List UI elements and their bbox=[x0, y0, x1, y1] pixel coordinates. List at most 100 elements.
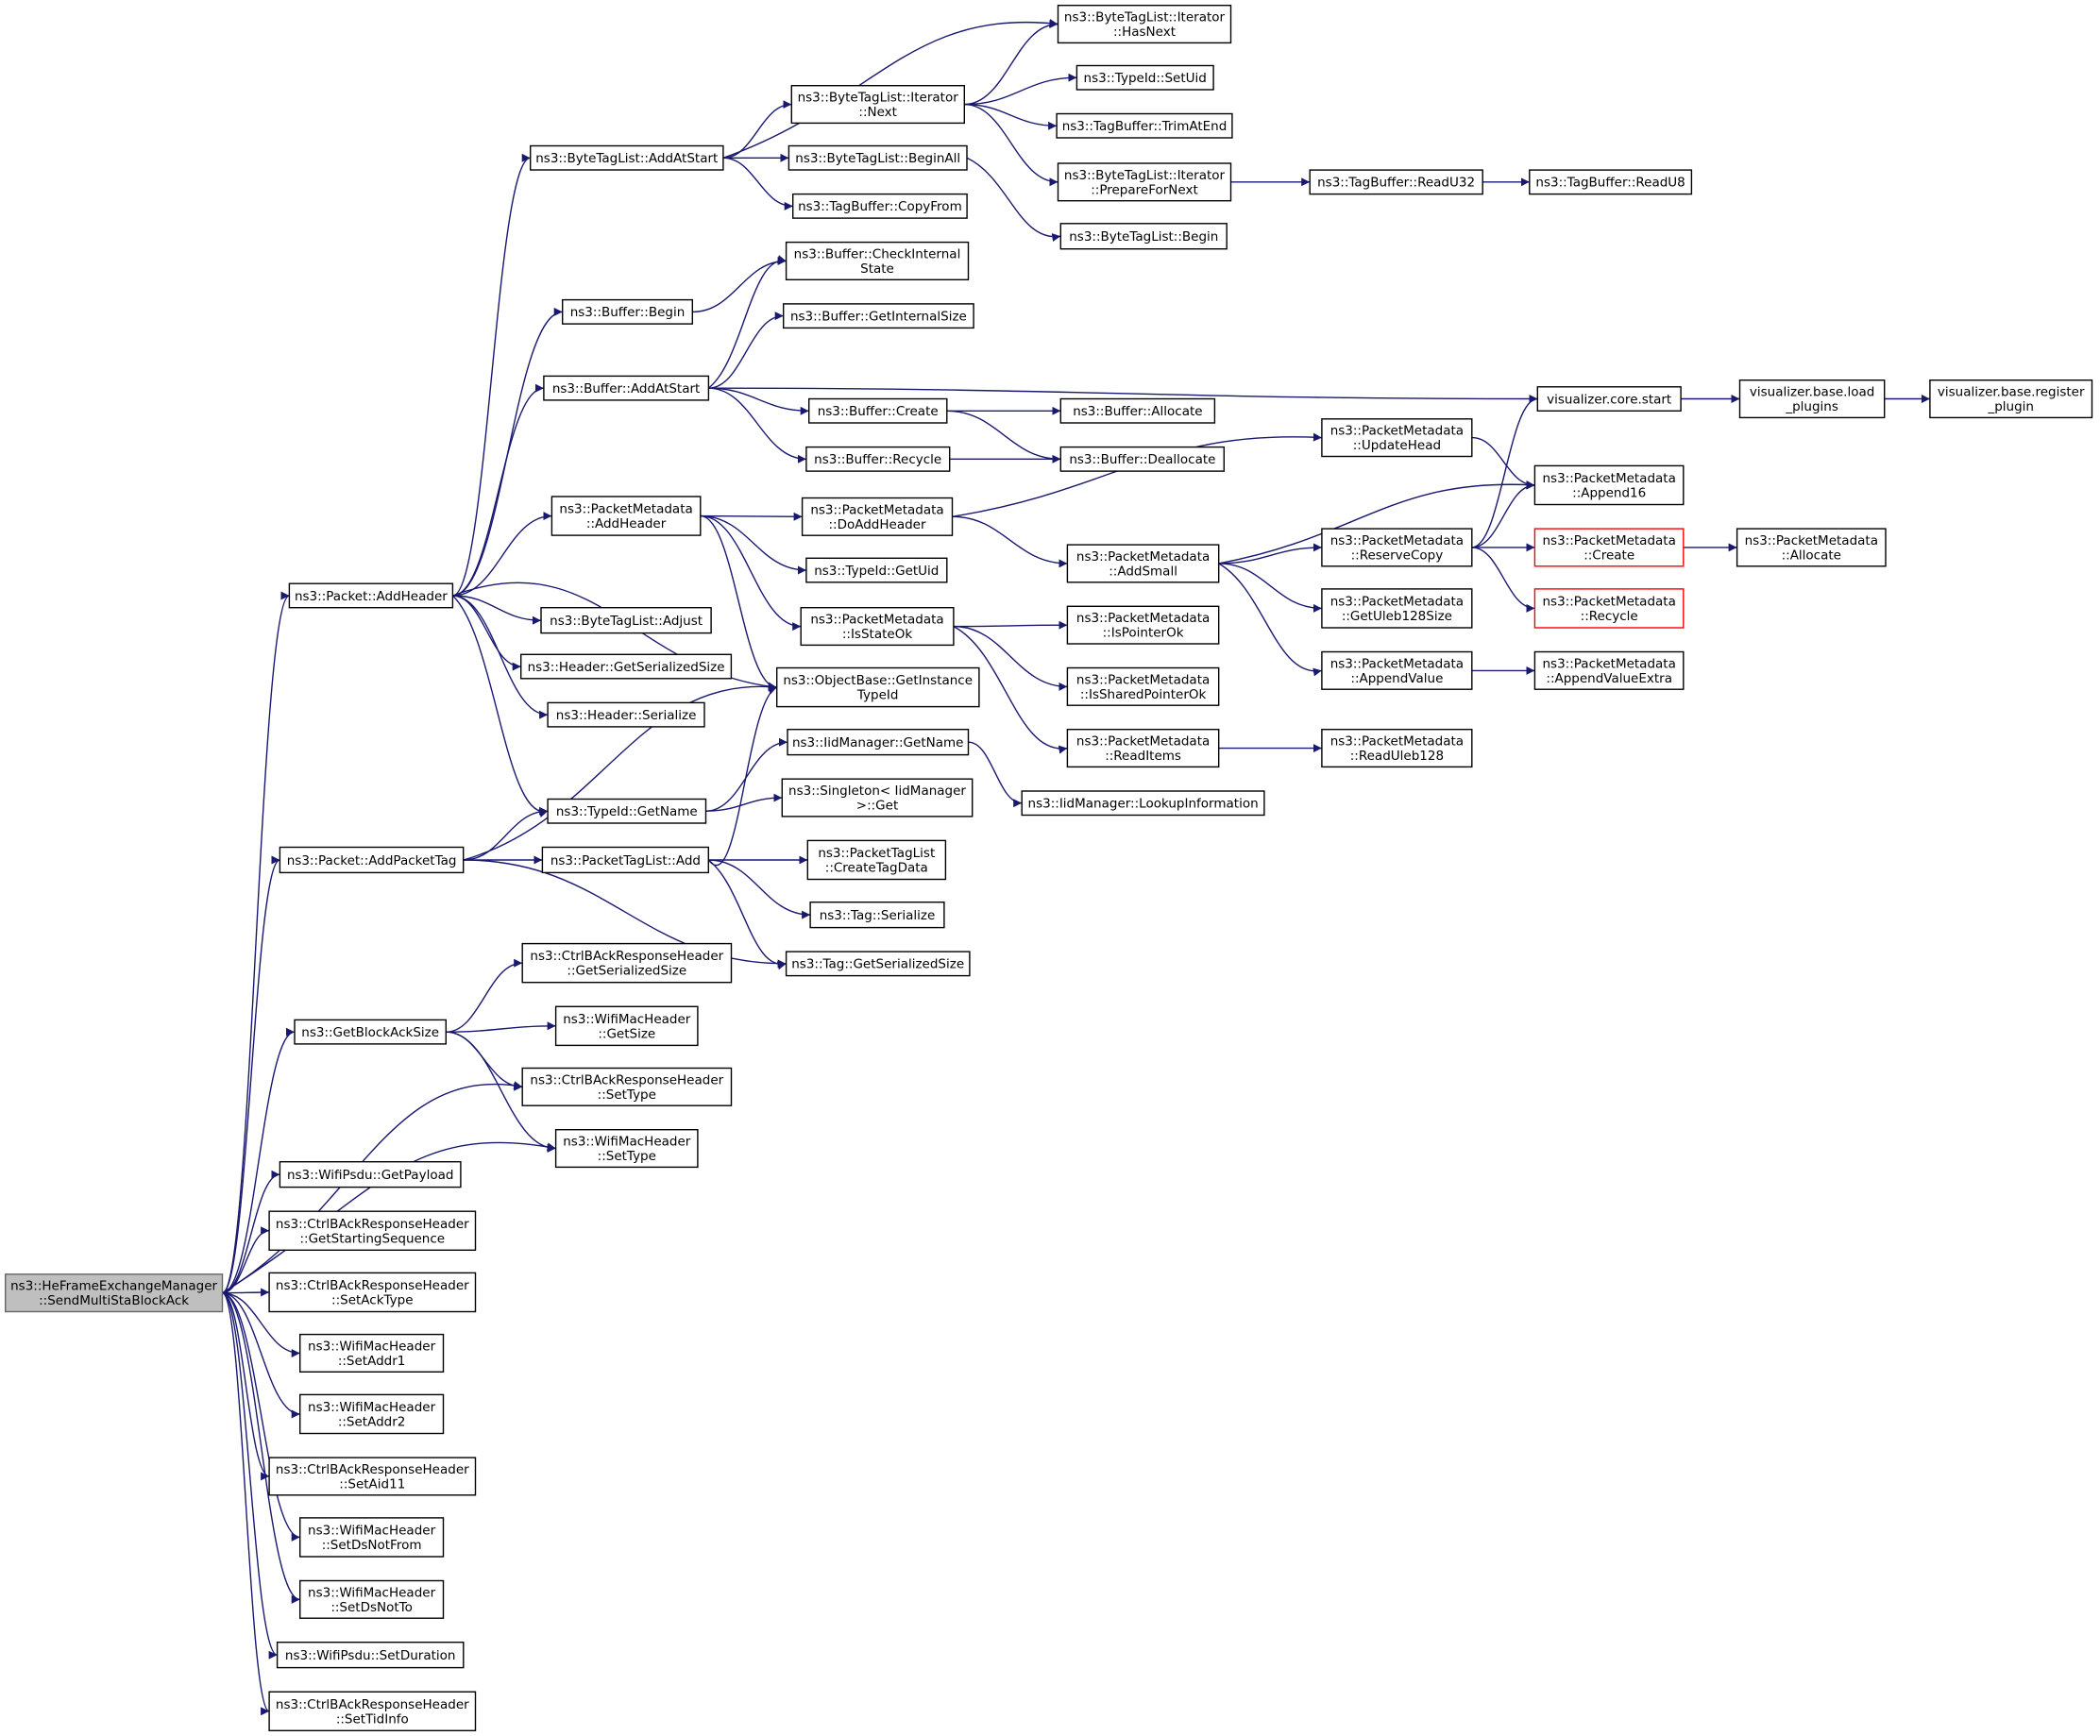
node-label: ::SendMultiStaBlockAck bbox=[39, 1293, 189, 1308]
node-pm-recycle[interactable]: ns3::PacketMetadata::Recycle bbox=[1533, 588, 1685, 629]
node-wmh-setaddr2[interactable]: ns3::WifiMacHeader::SetAddr2 bbox=[299, 1393, 445, 1435]
call-edges bbox=[221, 19, 1930, 1716]
node-box bbox=[785, 951, 971, 977]
node-tagbuf-trimatend[interactable]: ns3::TagBuffer::TrimAtEnd bbox=[1056, 112, 1233, 139]
call-edge bbox=[452, 383, 544, 597]
node-label: ns3::WifiMacHeader bbox=[563, 1135, 691, 1150]
node-cbarh-setacktype[interactable]: ns3::CtrlBAckResponseHeader::SetAckType bbox=[268, 1272, 477, 1313]
node-pm-isstateok[interactable]: ns3::PacketMetadata::IsStateOk bbox=[800, 607, 955, 647]
node-cbarh-setaid11[interactable]: ns3::CtrlBAckResponseHeader::SetAid11 bbox=[268, 1457, 477, 1496]
node-wmh-setdsnotfrom[interactable]: ns3::WifiMacHeader::SetDsNotFrom bbox=[299, 1517, 445, 1558]
node-wmh-setaddr1[interactable]: ns3::WifiMacHeader::SetAddr1 bbox=[299, 1333, 445, 1373]
node-box bbox=[800, 607, 955, 647]
node-btl-addatstart[interactable]: ns3::ByteTagList::AddAtStart bbox=[530, 144, 724, 171]
node-singleton-get[interactable]: ns3::Singleton< IidManager>::Get bbox=[781, 778, 974, 817]
node-iidmgr-lookup[interactable]: ns3::IidManager::LookupInformation bbox=[1021, 790, 1265, 817]
node-wmh-getsize[interactable]: ns3::WifiMacHeader::GetSize bbox=[554, 1005, 699, 1047]
node-tag-getsersize[interactable]: ns3::Tag::GetSerializedSize bbox=[785, 951, 971, 977]
node-tag-serialize[interactable]: ns3::Tag::Serialize bbox=[809, 902, 945, 929]
node-buf-deallocate[interactable]: ns3::Buffer::Deallocate bbox=[1059, 446, 1226, 472]
call-edge bbox=[968, 741, 1023, 808]
node-label: ns3::Buffer::Deallocate bbox=[1069, 452, 1215, 467]
node-wmh-setdsnotto[interactable]: ns3::WifiMacHeader::SetDsNotTo bbox=[299, 1579, 445, 1619]
node-pm-getuleb128size[interactable]: ns3::PacketMetadata::GetUleb128Size bbox=[1321, 588, 1473, 629]
node-buf-allocate[interactable]: ns3::Buffer::Allocate bbox=[1059, 397, 1216, 424]
node-tagbuf-readu32[interactable]: ns3::TagBuffer::ReadU32 bbox=[1309, 169, 1483, 195]
node-pkt-addpackettag[interactable]: ns3::Packet::AddPacketTag bbox=[279, 846, 465, 874]
node-label: ns3::CtrlBAckResponseHeader bbox=[276, 1278, 469, 1293]
call-edge bbox=[700, 514, 806, 575]
call-edge bbox=[451, 595, 549, 817]
node-pm-addheader[interactable]: ns3::PacketMetadata::AddHeader bbox=[550, 496, 702, 536]
node-btl-beginall[interactable]: ns3::ByteTagList::BeginAll bbox=[788, 144, 968, 171]
node-buf-create[interactable]: ns3::Buffer::Create bbox=[808, 397, 948, 424]
call-edge bbox=[1471, 547, 1535, 613]
node-pm-readuleb128[interactable]: ns3::PacketMetadata::ReadUleb128 bbox=[1321, 729, 1473, 768]
node-getblockacksize[interactable]: ns3::GetBlockAckSize bbox=[294, 1019, 448, 1045]
node-label: ns3::PacketMetadata bbox=[1076, 734, 1210, 750]
node-box bbox=[521, 1067, 733, 1106]
node-box bbox=[809, 902, 945, 929]
node-viz-load-plugins[interactable]: visualizer.base.load_plugins bbox=[1738, 379, 1886, 419]
node-btli-prepare[interactable]: ns3::ByteTagList::Iterator::PrepareForNe… bbox=[1057, 162, 1232, 202]
node-label: ::SetAid11 bbox=[339, 1477, 405, 1492]
node-label: ns3::TagBuffer::TrimAtEnd bbox=[1062, 119, 1228, 134]
node-viz-core-start[interactable]: visualizer.core.start bbox=[1536, 386, 1682, 412]
node-cbarh-settype[interactable]: ns3::CtrlBAckResponseHeader::SetType bbox=[521, 1067, 733, 1106]
node-cbarh-getsersize[interactable]: ns3::CtrlBAckResponseHeader::GetSerializ… bbox=[521, 942, 733, 984]
node-pm-updatehead[interactable]: ns3::PacketMetadata::UpdateHead bbox=[1321, 418, 1473, 458]
node-btli-next[interactable]: ns3::ByteTagList::Iterator::Next bbox=[790, 84, 965, 125]
call-edge bbox=[452, 153, 531, 597]
node-wifipsdu-getpayload[interactable]: ns3::WifiPsdu::GetPayload bbox=[279, 1160, 462, 1188]
node-viz-register-plugin[interactable]: visualizer.base.register_plugin bbox=[1929, 379, 2093, 419]
node-box bbox=[1321, 650, 1473, 690]
node-ptl-add[interactable]: ns3::PacketTagList::Add bbox=[541, 846, 710, 874]
node-pm-reservecopy[interactable]: ns3::PacketMetadata::ReserveCopy bbox=[1321, 528, 1473, 567]
node-typeid-getuid[interactable]: ns3::TypeId::GetUid bbox=[805, 557, 948, 583]
node-iidmgr-getname[interactable]: ns3::IidManager::GetName bbox=[787, 729, 970, 756]
node-buf-addatstart[interactable]: ns3::Buffer::AddAtStart bbox=[543, 375, 710, 401]
node-buf-getinternalsize[interactable]: ns3::Buffer::GetInternalSize bbox=[783, 303, 974, 329]
node-pm-appendvalue[interactable]: ns3::PacketMetadata::AppendValue bbox=[1321, 650, 1473, 690]
node-box bbox=[520, 653, 733, 680]
node-typeid-getname[interactable]: ns3::TypeId::GetName bbox=[547, 798, 707, 824]
node-typeid-setuid[interactable]: ns3::TypeId::SetUid bbox=[1075, 64, 1214, 91]
node-tagbuf-readu8[interactable]: ns3::TagBuffer::ReadU8 bbox=[1529, 169, 1693, 195]
node-pm-append16[interactable]: ns3::PacketMetadata::Append16 bbox=[1533, 464, 1685, 506]
node-hdr-serialize[interactable]: ns3::Header::Serialize bbox=[547, 701, 705, 728]
node-pm-appendvalueextra[interactable]: ns3::PacketMetadata::AppendValueExtra bbox=[1533, 650, 1685, 690]
node-pm-doaddheader[interactable]: ns3::PacketMetadata::DoAddHeader bbox=[801, 497, 954, 536]
call-edge bbox=[452, 595, 521, 671]
node-root[interactable]: ns3::HeFrameExchangeManager::SendMultiSt… bbox=[4, 1273, 224, 1313]
node-wifipsdu-setduration[interactable]: ns3::WifiPsdu::SetDuration bbox=[276, 1641, 465, 1669]
call-edge bbox=[700, 514, 802, 632]
node-ptl-createtagdata[interactable]: ns3::PacketTagList::CreateTagData bbox=[806, 839, 947, 881]
node-tagbuf-copyfrom[interactable]: ns3::TagBuffer::CopyFrom bbox=[792, 193, 968, 219]
node-box bbox=[1309, 169, 1483, 195]
node-btl-adjust[interactable]: ns3::ByteTagList::Adjust bbox=[540, 607, 712, 634]
node-btli-hasnext[interactable]: ns3::ByteTagList::Iterator::HasNext bbox=[1057, 4, 1232, 44]
node-label: TypeId bbox=[856, 688, 899, 703]
node-hdr-getsersize[interactable]: ns3::Header::GetSerializedSize bbox=[520, 653, 733, 680]
node-pm-create[interactable]: ns3::PacketMetadata::Create bbox=[1533, 528, 1685, 567]
node-buf-recycle[interactable]: ns3::Buffer::Recycle bbox=[805, 446, 951, 472]
node-label: ns3::PacketMetadata bbox=[1076, 611, 1210, 626]
node-label: ns3::PacketMetadata bbox=[1330, 595, 1464, 610]
node-btl-begin[interactable]: ns3::ByteTagList::Begin bbox=[1059, 223, 1228, 250]
node-wmh-settype[interactable]: ns3::WifiMacHeader::SetType bbox=[554, 1128, 699, 1169]
node-label: ns3::CtrlBAckResponseHeader bbox=[276, 1462, 469, 1477]
node-cbarh-settidinfo[interactable]: ns3::CtrlBAckResponseHeader::SetTidInfo bbox=[268, 1691, 477, 1731]
node-label: ns3::PacketMetadata bbox=[1543, 533, 1676, 548]
node-pm-addsmall[interactable]: ns3::PacketMetadata::AddSmall bbox=[1066, 544, 1220, 583]
node-pm-readitems[interactable]: ns3::PacketMetadata::ReadItems bbox=[1066, 729, 1220, 768]
node-pkt-addheader[interactable]: ns3::Packet::AddHeader bbox=[288, 582, 454, 609]
node-pm-ispointerok[interactable]: ns3::PacketMetadata::IsPointerOk bbox=[1066, 605, 1220, 645]
node-cbarh-getstartingseq[interactable]: ns3::CtrlBAckResponseHeader::GetStarting… bbox=[268, 1210, 477, 1251]
node-box bbox=[299, 1517, 445, 1558]
node-label: ns3::IidManager::LookupInformation bbox=[1028, 797, 1259, 812]
node-pm-allocate[interactable]: ns3::PacketMetadata::Allocate bbox=[1736, 528, 1887, 567]
node-buf-begin[interactable]: ns3::Buffer::Begin bbox=[562, 298, 694, 325]
node-pm-issharedpointerok[interactable]: ns3::PacketMetadata::IsSharedPointerOk bbox=[1066, 666, 1220, 706]
